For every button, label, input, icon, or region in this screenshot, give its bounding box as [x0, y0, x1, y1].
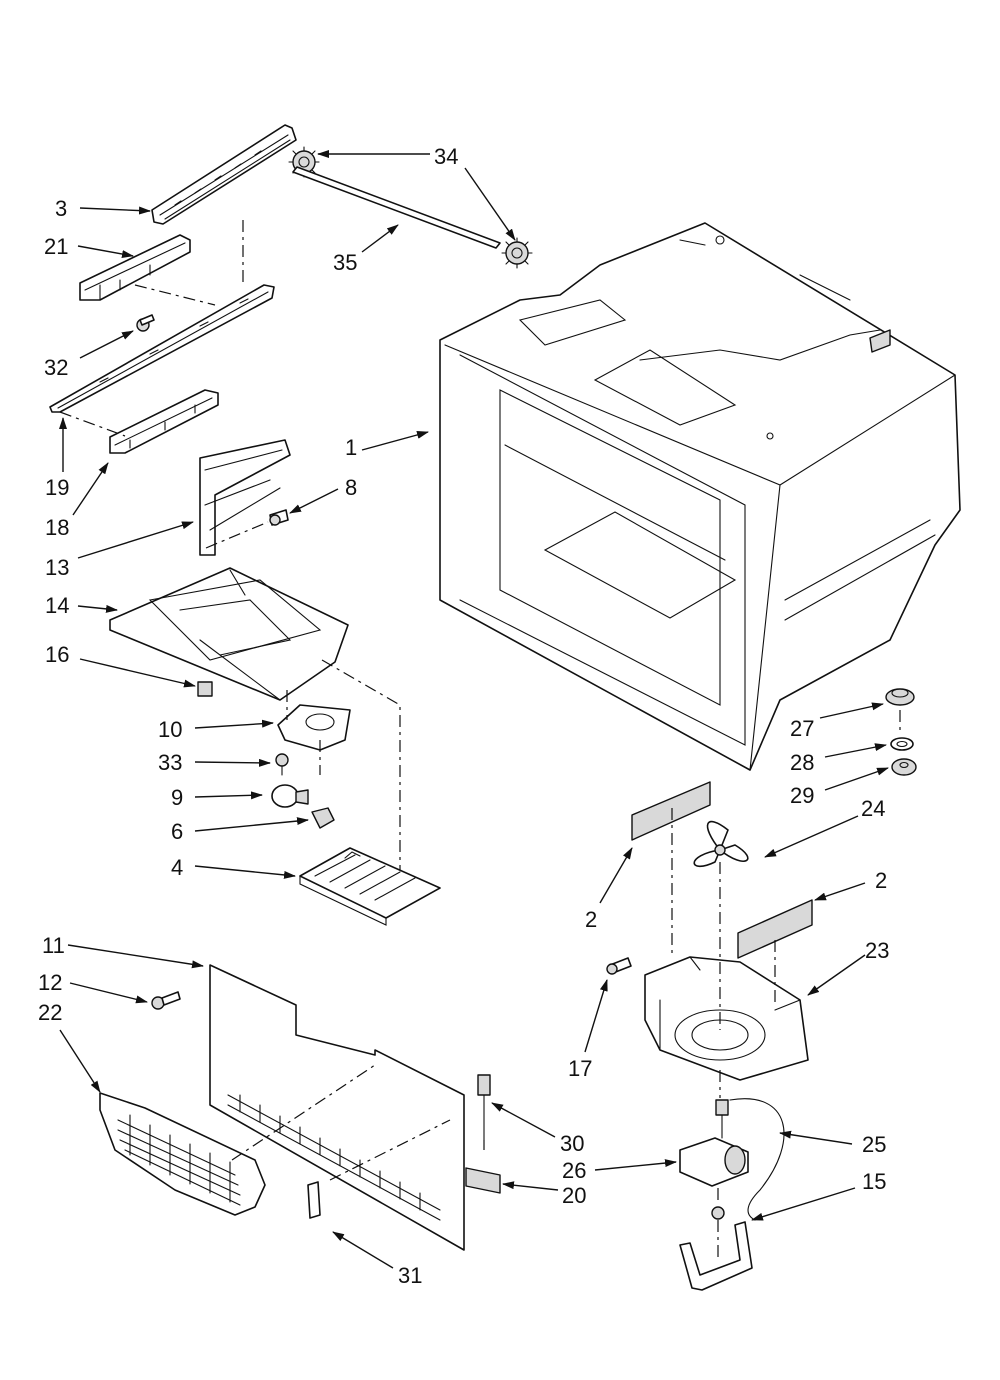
- leader-arrows: [59, 150, 889, 1269]
- callout-1: 1: [345, 435, 357, 460]
- callout-4: 4: [171, 855, 183, 880]
- callout-22: 22: [38, 1000, 62, 1025]
- part-12-screw: [151, 991, 181, 1010]
- part-25-wire: [729, 1098, 785, 1221]
- part-35-shaft: [292, 166, 501, 249]
- callout-24: 24: [861, 796, 885, 821]
- part-20-foam-strip: [465, 1167, 501, 1194]
- part-4-tray: [299, 847, 441, 926]
- part-26-fan-motor: [679, 1099, 749, 1187]
- callout-29: 29: [790, 783, 814, 808]
- callout-32: 32: [44, 355, 68, 380]
- callout-11: 11: [42, 933, 65, 958]
- callout-2-right: 2: [875, 868, 887, 893]
- callout-34-top: 34: [434, 144, 458, 169]
- part-28-washer: [890, 737, 914, 751]
- callout-19: 19: [45, 475, 69, 500]
- part-18-bracket: [109, 389, 219, 454]
- callout-12: 12: [38, 970, 62, 995]
- part-13-bracket: [199, 439, 291, 556]
- part-32-screw: [136, 314, 155, 332]
- callout-31: 31: [398, 1263, 422, 1288]
- part-1-liner: [439, 222, 961, 771]
- part-24-fan-blade: [693, 820, 749, 868]
- callout-9: 9: [171, 785, 183, 810]
- motor-bracket: [679, 1221, 753, 1291]
- callout-15: 15: [862, 1169, 886, 1194]
- part-23-fan-shroud: [644, 956, 809, 1081]
- part-16-clip: [197, 681, 213, 697]
- callout-20: 20: [562, 1183, 586, 1208]
- part-29-spacer: [891, 758, 917, 776]
- part-33-screw: [275, 753, 289, 776]
- part-22-grille: [99, 1092, 266, 1216]
- assembly-lines: [59, 220, 901, 1262]
- callout-3: 3: [55, 196, 67, 221]
- part-27-nut: [885, 688, 915, 706]
- callout-33: 33: [158, 750, 182, 775]
- part-21-bracket: [79, 234, 191, 301]
- callout-14: 14: [45, 593, 69, 618]
- callout-13: 13: [45, 555, 69, 580]
- part-11-panel: [209, 964, 465, 1251]
- callout-25: 25: [862, 1132, 886, 1157]
- callout-2-left: 2: [585, 907, 597, 932]
- callout-28: 28: [790, 750, 814, 775]
- part-17-screw: [606, 957, 632, 975]
- part-34-gear-bottom: [501, 237, 533, 269]
- callout-35: 35: [333, 250, 357, 275]
- callout-6: 6: [171, 819, 183, 844]
- callout-8: 8: [345, 475, 357, 500]
- callout-10: 10: [158, 717, 182, 742]
- callout-21: 21: [44, 234, 68, 259]
- part-2-gasket-lower: [737, 899, 813, 959]
- part-2-gasket-upper: [631, 781, 711, 841]
- part-15-grommet: [711, 1206, 725, 1220]
- part-19-slide-rail: [49, 284, 275, 413]
- callout-18: 18: [45, 515, 69, 540]
- callout-23: 23: [865, 938, 889, 963]
- callout-16: 16: [45, 642, 69, 667]
- part-8-screw: [269, 509, 289, 526]
- part-9-bulb: [271, 784, 309, 808]
- part-3-slide-rail: [151, 124, 297, 225]
- callout-labels: 34 3 21 35 32 19 18 1 8 13 14 16 10 33 9…: [38, 144, 889, 1288]
- callout-27: 27: [790, 716, 814, 741]
- part-10-light-housing: [277, 704, 351, 751]
- part-31-clip: [307, 1181, 321, 1219]
- callout-30: 30: [560, 1131, 584, 1156]
- part-14-housing: [109, 567, 349, 701]
- callout-26: 26: [562, 1158, 586, 1183]
- part-6-socket: [311, 807, 335, 829]
- callout-17: 17: [568, 1056, 592, 1081]
- part-30-thermistor: [477, 1074, 491, 1141]
